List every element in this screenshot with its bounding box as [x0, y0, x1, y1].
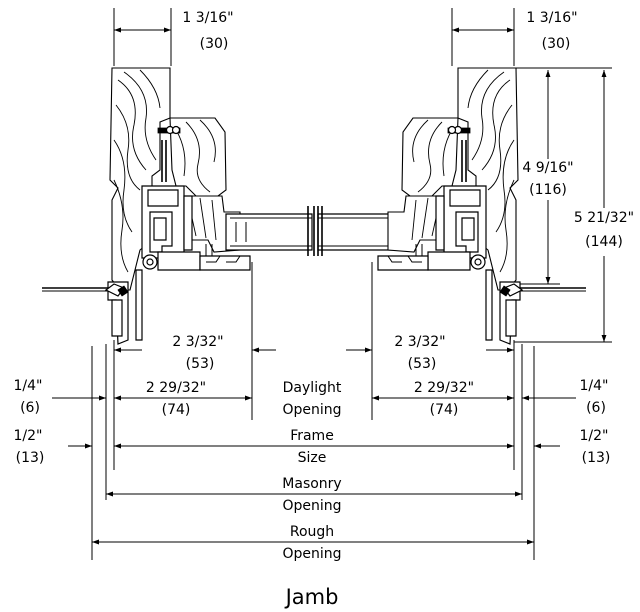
label-frame-line1: Frame	[290, 428, 334, 444]
dim-frame-depth-left-metric: (30)	[200, 36, 229, 52]
label-daylight-line1: Daylight	[283, 380, 342, 396]
dim-frame-depth-right-imperial: 1 3/16"	[526, 10, 577, 26]
dim-sash-right-imperial: 2 3/32"	[394, 334, 445, 350]
glazing-unit	[225, 206, 405, 256]
label-backdrop	[576, 427, 612, 445]
dimension-labels: 1 3/16" (30) 1 3/16" (30) 4 9/16" (116) …	[14, 10, 635, 609]
label-backdrop	[182, 355, 218, 373]
label-backdrop	[576, 377, 612, 395]
label-frame-line2: Size	[298, 450, 327, 466]
label-backdrop	[286, 523, 338, 541]
label-backdrop	[526, 181, 570, 199]
label-backdrop	[391, 333, 449, 351]
label-masonry-line1: Masonry	[282, 476, 341, 492]
label-backdrop	[158, 401, 194, 419]
dim-gap-left-metric: (13)	[16, 450, 45, 466]
dim-wall-total-metric: (144)	[585, 234, 623, 250]
label-backdrop	[10, 377, 46, 395]
label-backdrop	[279, 545, 345, 563]
dim-shim-left-metric: (6)	[20, 400, 40, 416]
extension-lines	[91, 8, 612, 560]
label-backdrop	[17, 399, 43, 417]
dim-frame-right-imperial: 2 29/32"	[414, 380, 474, 396]
label-backdrop	[279, 475, 345, 493]
label-masonry-line2: Opening	[282, 498, 341, 514]
label-backdrop	[10, 427, 46, 445]
label-backdrop	[279, 497, 345, 515]
dim-frame-left-metric: (74)	[162, 402, 191, 418]
dim-sash-right-metric: (53)	[408, 356, 437, 372]
label-backdrop	[583, 399, 609, 417]
label-backdrop	[294, 449, 330, 467]
dim-sash-left-metric: (53)	[186, 356, 215, 372]
dim-shim-right-imperial: 1/4"	[580, 378, 609, 394]
label-backdrop	[169, 333, 227, 351]
label-backdrop	[578, 449, 614, 467]
dim-gap-right-imperial: 1/2"	[580, 428, 609, 444]
label-backdrop	[179, 9, 237, 27]
label-backdrop	[196, 35, 232, 53]
label-backdrop	[426, 401, 462, 419]
label-backdrop	[538, 35, 574, 53]
dim-frame-right-metric: (74)	[430, 402, 459, 418]
dim-frame-depth-left-imperial: 1 3/16"	[182, 10, 233, 26]
label-rough-line1: Rough	[290, 524, 334, 540]
caption-jamb: Jamb	[284, 585, 339, 609]
dim-shim-left-imperial: 1/4"	[14, 378, 43, 394]
dim-frame-depth-right-metric: (30)	[542, 36, 571, 52]
dim-shim-right-metric: (6)	[586, 400, 606, 416]
right-jamb-profile	[377, 67, 586, 345]
label-backdrop	[570, 209, 638, 227]
label-backgrounds	[10, 9, 638, 610]
label-backdrop	[582, 233, 626, 251]
left-jamb-profile	[42, 67, 251, 345]
dim-wall-inner-imperial: 4 9/16"	[522, 160, 573, 176]
dim-wall-inner-metric: (116)	[529, 182, 567, 198]
dim-gap-right-metric: (13)	[582, 450, 611, 466]
label-rough-line2: Opening	[282, 546, 341, 562]
label-backdrop	[287, 427, 337, 445]
label-backdrop	[523, 9, 581, 27]
label-backdrop	[142, 379, 210, 397]
dimension-lines	[52, 27, 607, 545]
label-backdrop	[279, 379, 345, 397]
label-backdrop	[279, 401, 345, 419]
label-daylight-line2: Opening	[282, 402, 341, 418]
dim-wall-total-imperial: 5 21/32"	[574, 210, 634, 226]
label-backdrop	[280, 584, 342, 610]
label-backdrop	[410, 379, 478, 397]
dim-frame-left-imperial: 2 29/32"	[146, 380, 206, 396]
label-backdrop	[404, 355, 440, 373]
label-backdrop	[12, 449, 48, 467]
dim-sash-left-imperial: 2 3/32"	[172, 334, 223, 350]
dim-gap-left-imperial: 1/2"	[14, 428, 43, 444]
label-backdrop	[519, 159, 577, 177]
